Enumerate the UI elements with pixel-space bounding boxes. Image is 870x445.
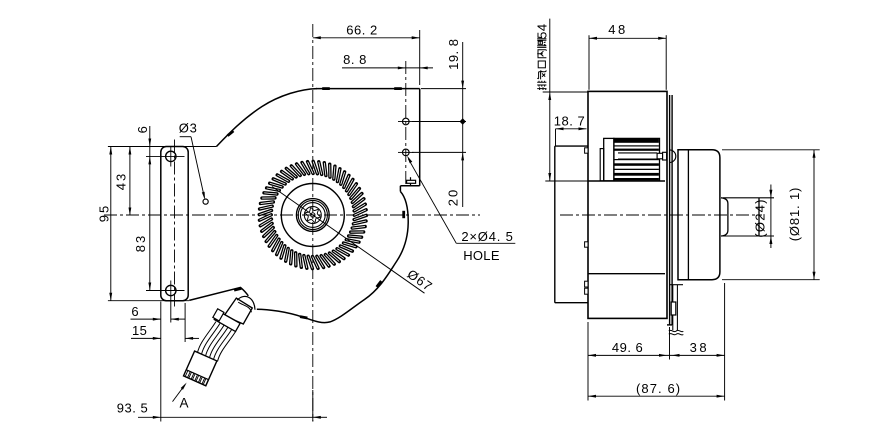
svg-text:93. 5: 93. 5 (117, 401, 148, 416)
svg-text:(Ø24): (Ø24) (752, 198, 767, 237)
svg-text:43: 43 (113, 172, 128, 190)
svg-text:HOLE: HOLE (463, 248, 500, 263)
svg-text:18. 7: 18. 7 (554, 114, 585, 129)
svg-text:15: 15 (132, 323, 147, 338)
svg-text:Ø3: Ø3 (179, 121, 198, 136)
svg-text:6: 6 (131, 304, 139, 319)
svg-text:(Ø81. 1): (Ø81. 1) (787, 187, 802, 241)
svg-text:2×Ø4. 5: 2×Ø4. 5 (461, 229, 513, 244)
svg-text:95: 95 (96, 204, 111, 222)
svg-text:A: A (180, 396, 190, 411)
svg-text:19. 8: 19. 8 (446, 38, 461, 69)
svg-text:8. 8: 8. 8 (343, 52, 367, 67)
svg-text:49. 6: 49. 6 (612, 340, 643, 355)
svg-text:(87. 6): (87. 6) (636, 381, 681, 396)
svg-text:66. 2: 66. 2 (346, 22, 377, 37)
svg-text:54: 54 (534, 23, 549, 38)
svg-text:83: 83 (133, 234, 148, 252)
svg-text:20: 20 (446, 188, 461, 206)
svg-text:6: 6 (135, 126, 150, 134)
svg-text:48: 48 (608, 22, 627, 37)
svg-text:38: 38 (690, 340, 709, 355)
